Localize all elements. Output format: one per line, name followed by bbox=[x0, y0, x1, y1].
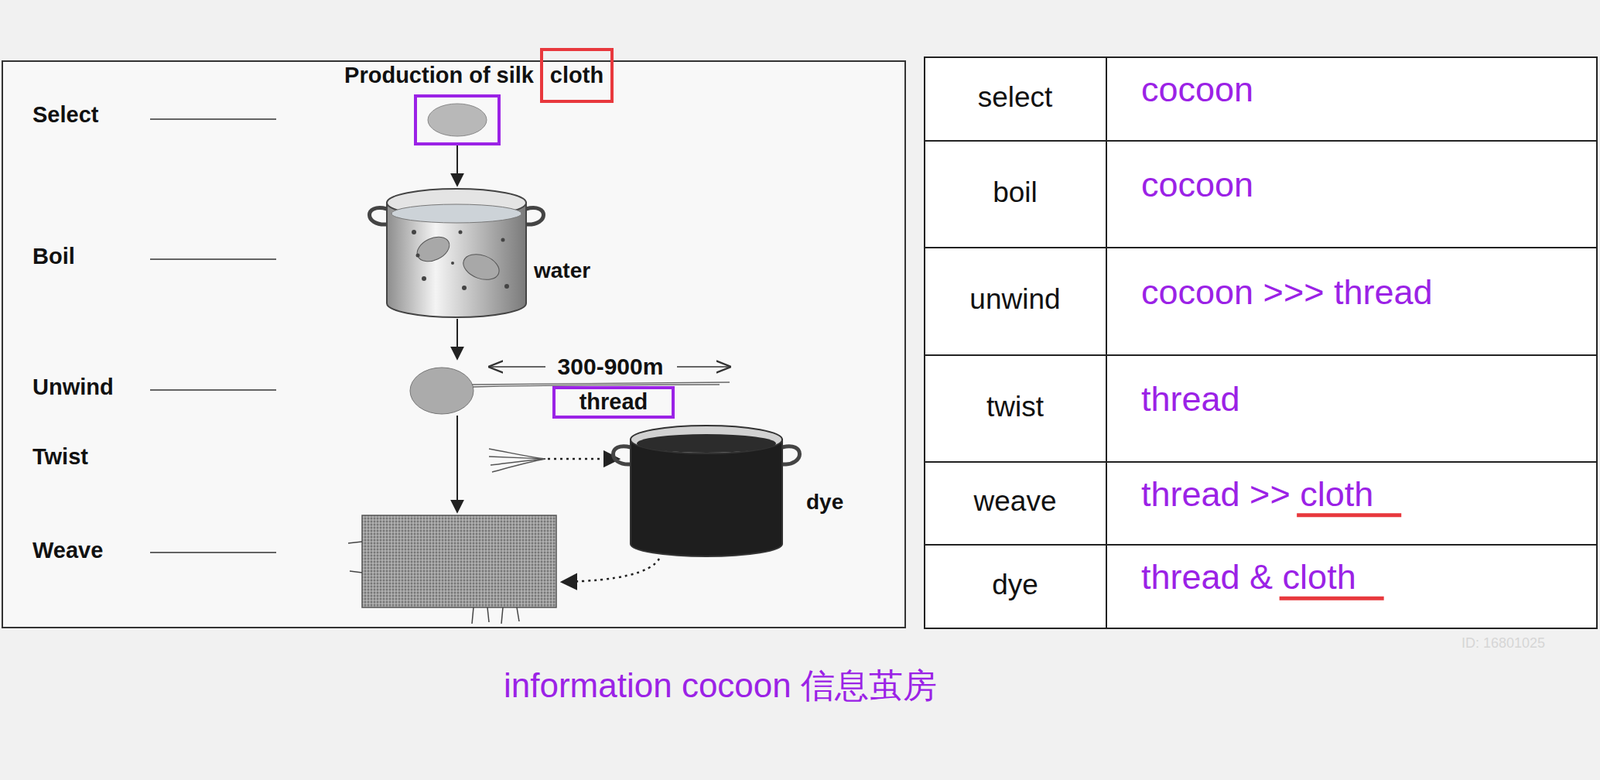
table-cell: thread >> cloth bbox=[1141, 474, 1374, 515]
table-cell: unwind bbox=[969, 283, 1060, 317]
table-cell: select bbox=[977, 81, 1053, 115]
dotted-arrow bbox=[547, 458, 619, 461]
table-cell: thread & cloth bbox=[1141, 557, 1357, 598]
dye-pot bbox=[613, 425, 800, 557]
table-cell: dye bbox=[991, 568, 1039, 602]
underline bbox=[1296, 512, 1402, 517]
panel-frame bbox=[2, 61, 906, 628]
cocoon bbox=[427, 103, 487, 137]
boiling-pot bbox=[369, 188, 544, 318]
step-label: Select bbox=[32, 102, 99, 128]
table-cell: cocoon bbox=[1141, 69, 1254, 110]
caption: information cocoon 信息茧房 bbox=[503, 666, 937, 706]
table-cell: thread bbox=[1141, 379, 1241, 420]
table-cell: cocoon >>> thread bbox=[1141, 272, 1433, 313]
table-cell: weave bbox=[974, 485, 1057, 519]
step-label: Boil bbox=[32, 243, 76, 270]
table-cell: twist bbox=[986, 390, 1044, 424]
dimension-label: 300-900m bbox=[557, 353, 664, 381]
step-label: Twist bbox=[32, 444, 89, 470]
highlight-box: cloth bbox=[540, 47, 614, 103]
table-cell: cocoon bbox=[1141, 164, 1254, 206]
title-text: Production of silk bbox=[344, 62, 534, 89]
cocoon bbox=[410, 367, 474, 414]
twisted-threads bbox=[488, 448, 546, 472]
step-label: Unwind bbox=[32, 374, 114, 400]
woven-cloth bbox=[348, 515, 557, 624]
part-label: water bbox=[533, 258, 591, 284]
blank-lines bbox=[150, 119, 277, 553]
box-text: thread bbox=[579, 389, 649, 415]
watermark: ID: 16801025 bbox=[1461, 635, 1546, 652]
table-grid bbox=[924, 57, 1597, 629]
table-cell: boil bbox=[992, 176, 1038, 210]
dotted-arrow bbox=[561, 558, 660, 582]
highlight-box bbox=[415, 95, 500, 144]
highlight-box: thread bbox=[552, 386, 675, 419]
part-label: dye bbox=[806, 489, 844, 515]
step-label: Weave bbox=[32, 537, 103, 564]
underline bbox=[1279, 596, 1385, 601]
box-text: cloth bbox=[550, 62, 604, 89]
